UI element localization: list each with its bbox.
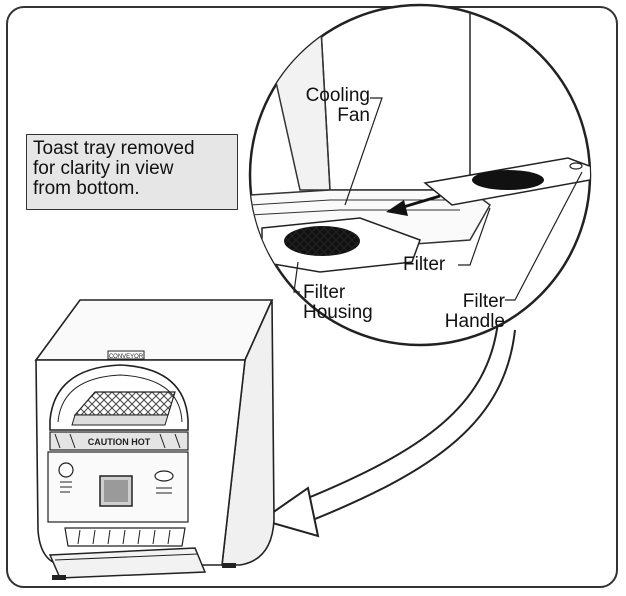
filter-handle-tab [569,162,583,170]
label-filter-housing-line-1: Filter [303,282,346,303]
label-filter-housing: Filter Housing [303,283,373,323]
label-filter-handle: Filter Handle [425,292,505,332]
note-line-3: from bottom. [33,178,140,199]
label-cooling-fan-line-1: Cooling [305,85,370,106]
toaster: CONVEYOR CAUTION HOT [34,299,275,580]
note-line-1: Toast tray removed [33,138,195,159]
name-plate-text: CONVEYOR [109,354,144,360]
leader-filter-handle [505,171,583,301]
label-cooling-fan: Cooling Fan [280,86,370,126]
note-box: Toast tray removed for clarity in view f… [26,134,238,210]
name-plate [107,350,145,360]
label-filter-handle-line-1: Filter [462,291,505,312]
label-filter-text: Filter [403,254,446,275]
leader-cooling-fan [344,97,383,206]
logo-badge [58,462,74,478]
leader-filter-housing [293,261,300,293]
label-filter: Filter [403,255,445,275]
zoom-arrow [259,321,516,538]
caution-band [49,431,189,451]
filter-mesh [472,170,544,190]
label-cooling-fan-line-2: Fan [337,105,370,126]
label-filter-handle-line-2: Handle [444,311,505,332]
caution-band-text: CAUTION HOT [88,437,151,447]
zoom-arrow-head [259,486,320,538]
label-filter-housing-line-2: Housing [303,302,373,323]
note-line-2: for clarity in view [33,158,174,179]
leader-lines [293,97,583,301]
zoom-circle [248,3,592,347]
leader-filter [458,207,491,266]
